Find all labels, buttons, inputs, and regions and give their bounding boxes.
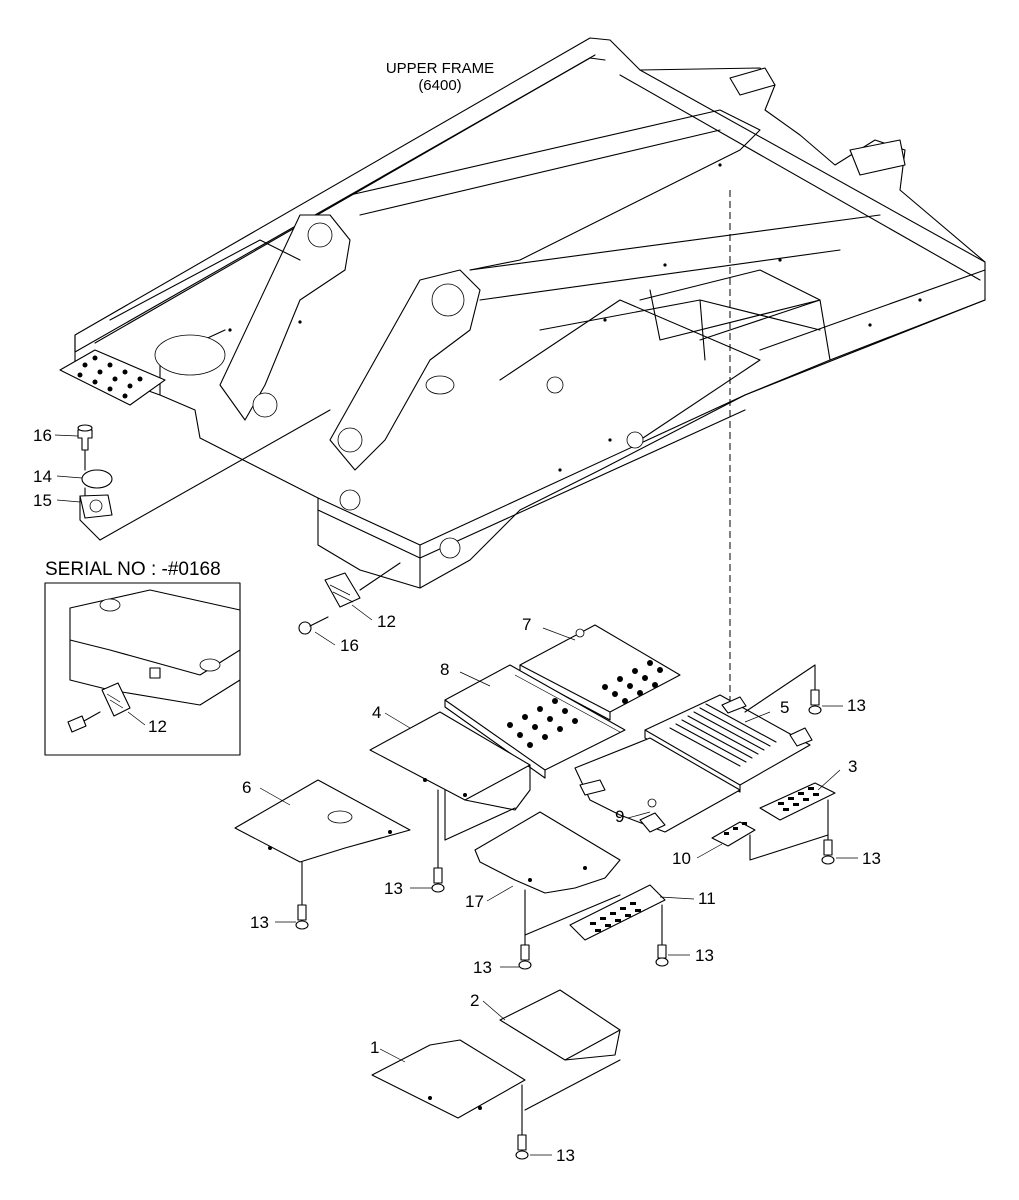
callout-12-frame: 12 [377, 612, 396, 631]
callout-16-top: 16 [33, 426, 52, 445]
callout-9: 9 [615, 807, 624, 826]
part-11-vent [569, 884, 666, 941]
part-5-grille [644, 694, 813, 793]
callout-13-part1: 13 [556, 1146, 575, 1165]
part-4-plate [369, 711, 531, 811]
cover-assembly-left [77, 409, 331, 541]
callout-13-part3: 13 [862, 849, 881, 868]
part-3-vent [759, 782, 836, 821]
part-17-plate [474, 811, 621, 894]
callout-16-frame: 16 [340, 636, 359, 655]
frame-rivets [228, 163, 922, 472]
part-2-plate [499, 989, 621, 1061]
callout-7: 7 [522, 615, 531, 634]
callout-12-inset: 12 [148, 717, 167, 736]
callout-6: 6 [242, 778, 251, 797]
callout-5: 5 [780, 698, 789, 717]
callout-13-part6: 13 [250, 913, 269, 932]
part-1-plate [371, 1039, 526, 1119]
callout-15: 15 [33, 491, 52, 510]
part-9-plate [574, 737, 741, 833]
callout-13-part4: 13 [384, 879, 403, 898]
callout-1: 1 [370, 1038, 379, 1057]
bolts [295, 664, 835, 1160]
serial-inset [44, 582, 241, 756]
step-plate-holes [77, 355, 143, 399]
callout-10: 10 [672, 849, 691, 868]
callout-17: 17 [465, 892, 484, 911]
plug-12-assembly [298, 562, 401, 635]
serial-number-label: SERIAL NO : -#0168 [45, 559, 221, 580]
callout-leaders [54, 434, 858, 1156]
frame-title-line1: UPPER FRAME [386, 60, 494, 77]
callout-11: 11 [698, 889, 716, 908]
callout-3: 3 [848, 757, 857, 776]
callout-4: 4 [372, 703, 381, 722]
upper-frame [59, 37, 986, 589]
callout-13-part5: 13 [847, 696, 866, 715]
part-10-vent [711, 821, 756, 847]
callout-2: 2 [470, 991, 479, 1010]
grille-slots [669, 703, 777, 767]
callout-8: 8 [440, 660, 449, 679]
callout-14: 14 [33, 467, 52, 486]
callout-13-part17: 13 [473, 958, 492, 977]
part-6-plate [234, 779, 411, 863]
frame-title-line2: (6400) [418, 77, 461, 94]
callout-13-part11: 13 [695, 946, 714, 965]
part-8-plate [444, 664, 626, 779]
